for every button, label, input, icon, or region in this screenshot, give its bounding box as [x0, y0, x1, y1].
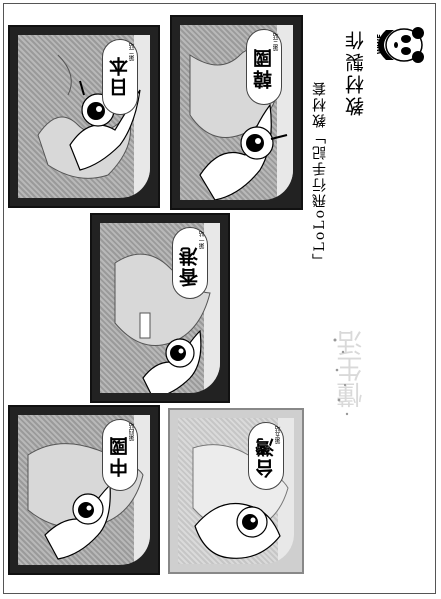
page-frame: [3, 3, 436, 594]
wwf-logo-text: WWF: [376, 34, 384, 55]
card-map: 第三站 韓國: [180, 25, 293, 200]
card-map: 第一站 香港: [100, 223, 220, 393]
card-korea[interactable]: 第三站 韓國: [170, 15, 303, 210]
card-map: 第四站 中國: [18, 415, 150, 565]
wwf-logo: WWF: [372, 12, 430, 78]
title-bubble: [102, 419, 138, 491]
faded-stamp: 懂生活: [325, 330, 395, 425]
page-subtitle: 「LoLo飛行手記」教材套: [312, 80, 328, 268]
card-hongkong[interactable]: 第一站 香港: [90, 213, 230, 403]
card-title: 中國: [109, 435, 131, 477]
lolo-bird-icon: [194, 502, 281, 559]
title-bubble: [172, 227, 208, 299]
map-outline: [114, 253, 211, 346]
card-map: 第二站 日本: [18, 35, 150, 198]
card-title: 台灣: [255, 436, 277, 478]
card-japan[interactable]: 第二站 日本: [8, 25, 160, 208]
card-map: 第五站 台灣: [178, 418, 294, 564]
card-strip: [134, 35, 150, 198]
card-china[interactable]: 第四站 中國: [8, 405, 160, 575]
card-strip: [134, 415, 150, 565]
page-title: 教材製作: [345, 28, 367, 116]
title-bubble: [102, 39, 138, 115]
lolo-bird-icon: [199, 103, 288, 200]
card-strip: [204, 223, 220, 393]
card-title: 日本: [109, 55, 131, 97]
title-bubble: [248, 422, 284, 490]
lolo-bird-icon: [142, 329, 202, 393]
card-title: 香港: [179, 245, 201, 287]
card-taiwan[interactable]: 第五站 台灣: [168, 408, 304, 574]
card-title: 韓國: [253, 47, 275, 89]
title-bubble: [246, 29, 282, 105]
